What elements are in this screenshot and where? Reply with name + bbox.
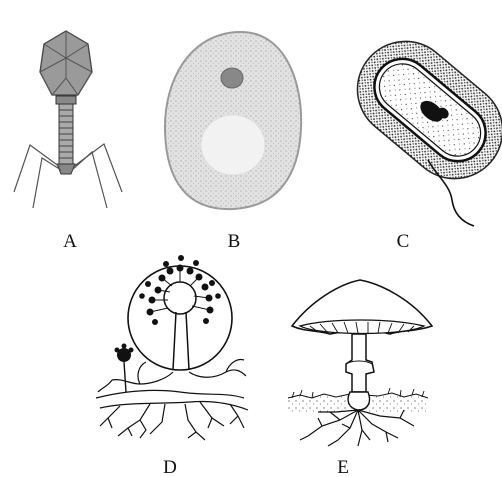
bacterium-drawing [338, 22, 502, 226]
panel-label-b: B [228, 231, 241, 252]
cell-drawing [165, 32, 301, 209]
bacteriophage-drawing [14, 31, 122, 208]
mushroom-drawing [288, 280, 432, 446]
mold-drawing [96, 255, 248, 440]
panel-label-e: E [337, 457, 349, 477]
panel-label-a: A [63, 231, 77, 252]
panel-label-d: D [163, 457, 177, 477]
panel-label-c: C [397, 231, 410, 252]
